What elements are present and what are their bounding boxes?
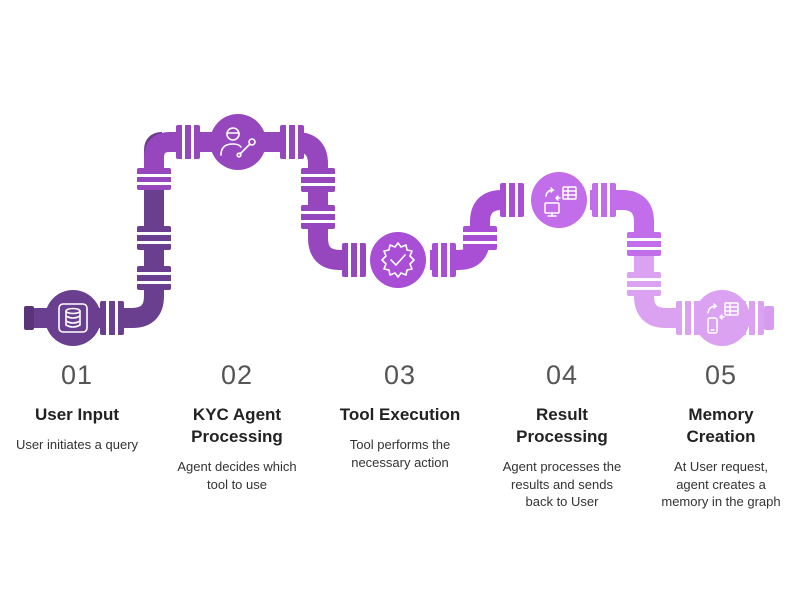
step-description-line: memory in the graph xyxy=(661,494,781,509)
step-description: Agent processes the results and sends ba… xyxy=(482,458,642,511)
step-description-line: Tool performs the xyxy=(349,437,451,452)
step-title-line: Memory xyxy=(688,405,754,424)
step-description-line: agent creates a xyxy=(676,476,766,492)
step-description: Agent decides which tool to use xyxy=(157,458,317,493)
step-title-line: Tool Execution xyxy=(339,405,461,424)
step-description-line: Agent processes the xyxy=(502,459,622,474)
pipe-segment-5 xyxy=(627,256,774,335)
step-title-line: KYC Agent xyxy=(192,405,282,424)
step-number: 02 xyxy=(220,360,254,390)
pipe-segment-4 xyxy=(590,183,661,260)
step-title-line: Processing xyxy=(516,427,608,446)
step-description-line: back to User xyxy=(525,494,599,509)
step-description-line: tool to use xyxy=(207,476,267,492)
step-number: 04 xyxy=(545,360,579,390)
step-03: 03 Tool Execution Tool performs the nece… xyxy=(320,358,480,471)
step-description-line: Agent decides which xyxy=(177,459,297,474)
step-title: Tool Execution xyxy=(320,404,480,426)
step-04-node xyxy=(531,172,587,228)
step-02: 02 KYC Agent Processing Agent decides wh… xyxy=(157,358,317,493)
step-number: 03 xyxy=(383,360,417,390)
step-02-node xyxy=(210,114,266,170)
pipe-segment-3 xyxy=(430,183,524,277)
step-description: At User request, agent creates a memory … xyxy=(641,458,800,511)
step-description-line: User initiates a query xyxy=(15,437,139,452)
step-number: 01 xyxy=(60,360,94,390)
step-title-line: Processing xyxy=(191,427,283,446)
step-title-line: User Input xyxy=(34,405,120,424)
user-wrench-icon xyxy=(220,127,256,158)
step-05-node xyxy=(694,290,750,346)
monitor-table-icon xyxy=(544,186,577,217)
database-icon xyxy=(58,303,88,333)
step-01-node xyxy=(45,290,101,346)
step-title: Result Processing xyxy=(482,404,642,448)
step-description: User initiates a query xyxy=(0,436,157,454)
step-title: KYC Agent Processing xyxy=(157,404,317,448)
step-title-line: Creation xyxy=(686,427,756,446)
step-title: Memory Creation xyxy=(641,404,800,448)
step-title-line: Result xyxy=(536,405,588,424)
step-01: 01 User Input User initiates a query xyxy=(0,358,157,454)
step-05: 05 Memory Creation At User request, agen… xyxy=(641,358,800,511)
gear-check-icon xyxy=(381,242,415,278)
step-03-node xyxy=(370,232,426,288)
step-description-line: At User request, xyxy=(674,459,768,474)
step-04: 04 Result Processing Agent processes the… xyxy=(482,358,642,511)
step-number: 05 xyxy=(704,360,738,390)
phone-table-icon xyxy=(707,302,739,334)
step-description: Tool performs the necessary action xyxy=(320,436,480,471)
step-title: User Input xyxy=(0,404,157,426)
step-description-line: results and sends xyxy=(511,476,613,492)
step-description-line: necessary action xyxy=(351,454,449,470)
pipe-segment-2 xyxy=(144,125,366,277)
